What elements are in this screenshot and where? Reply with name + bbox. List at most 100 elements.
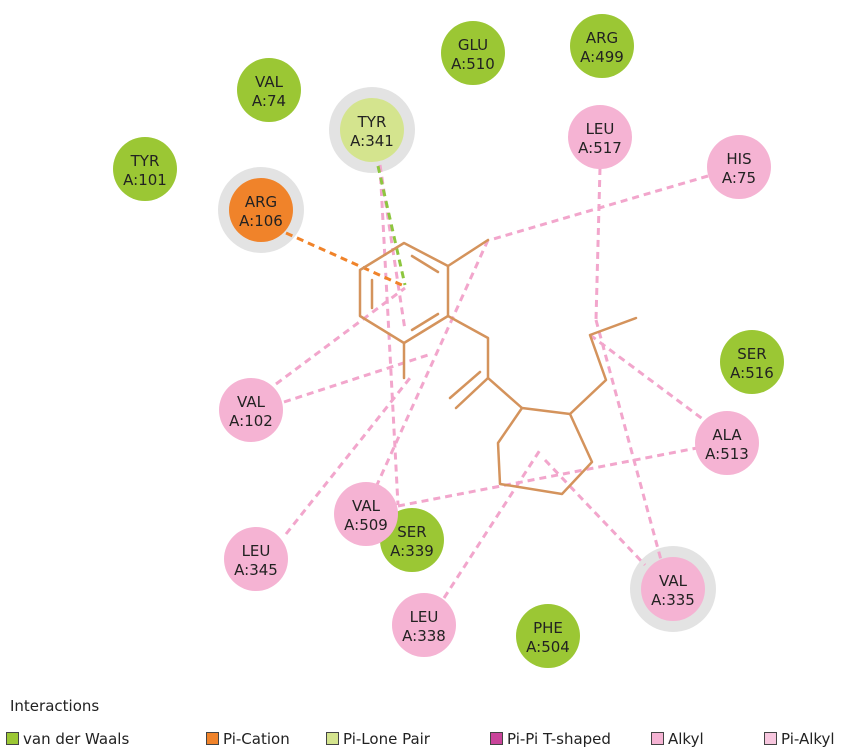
tyr101-residue-name: TYR	[130, 152, 160, 170]
leu517-residue-number: A:517	[578, 139, 622, 157]
val102-residue-number: A:102	[229, 412, 273, 430]
legend-swatch-pi-lone-pair	[326, 732, 339, 745]
legend-swatch-pi-pi-t-shaped	[490, 732, 503, 745]
ser339-residue-number: A:339	[390, 542, 434, 560]
ligand-double-bond-4	[448, 370, 482, 400]
interaction-line-4	[594, 319, 663, 561]
arg499-residue-number: A:499	[580, 48, 624, 66]
tyr101-residue-number: A:101	[123, 171, 167, 189]
val335-node	[641, 557, 705, 621]
val509-residue-number: A:509	[344, 516, 388, 534]
tyr341-residue-name: TYR	[357, 113, 387, 131]
glu510-residue-number: A:510	[451, 55, 495, 73]
interaction-line-9	[374, 239, 490, 488]
leu338-residue-name: LEU	[410, 608, 439, 626]
val509-residue-name: VAL	[352, 497, 381, 515]
val74-residue-name: VAL	[255, 73, 284, 91]
tyr341-node	[340, 98, 404, 162]
ligand-bond-2	[446, 238, 490, 268]
glu510-node	[441, 21, 505, 85]
phe504-node	[516, 604, 580, 668]
ligand-bond-5	[454, 376, 490, 410]
legend-swatch-van-der-waals	[6, 732, 19, 745]
legend-label-pi-cation: Pi-Cation	[223, 730, 290, 748]
leu338-node	[392, 593, 456, 657]
ligand-double-bond-2	[410, 254, 440, 274]
interaction-line-11	[397, 446, 698, 508]
ser339-residue-name: SER	[397, 523, 426, 541]
his75-node	[707, 135, 771, 199]
residue-nodes: GLUA:510ARGA:499VALA:74TYRA:341LEUA:517H…	[113, 14, 784, 668]
legend-label-pi-pi-t-shaped: Pi-Pi T-shaped	[507, 730, 611, 748]
glu510-residue-name: GLU	[458, 36, 488, 54]
legend-label-pi-alkyl: Pi-Alkyl	[781, 730, 835, 748]
legend-swatch-pi-alkyl	[764, 732, 777, 745]
leu338-residue-number: A:338	[402, 627, 446, 645]
ala513-residue-name: ALA	[712, 426, 742, 444]
residue-halos	[218, 87, 716, 632]
interaction-line-10	[284, 377, 412, 535]
ligand-structure	[358, 238, 638, 496]
legend-swatch-alkyl	[651, 732, 664, 745]
interaction-line-1	[594, 167, 602, 321]
ala513-node	[695, 411, 759, 475]
interaction-line-13	[543, 458, 647, 567]
legend-label-alkyl: Alkyl	[668, 730, 704, 748]
arg499-node	[570, 14, 634, 78]
legend-label-pi-lone-pair: Pi-Lone Pair	[343, 730, 430, 748]
interaction-legend: van der Waals Pi-Cation Pi-Lone Pair Pi-Pi …	[6, 730, 850, 750]
leu345-residue-name: LEU	[242, 542, 271, 560]
val102-node	[219, 378, 283, 442]
ligand-bond-6	[496, 406, 594, 496]
legend-title: Interactions	[10, 697, 100, 715]
arg106-residue-name: ARG	[245, 193, 277, 211]
val74-node	[237, 58, 301, 122]
interaction-line-2	[489, 174, 709, 242]
ser516-residue-name: SER	[737, 345, 766, 363]
ser516-node	[720, 330, 784, 394]
phe504-residue-number: A:504	[526, 638, 570, 656]
legend-item-pi-alkyl: Pi-Alkyl	[764, 730, 835, 748]
his75-residue-number: A:75	[722, 169, 756, 187]
legend-item-pi-lone-pair: Pi-Lone Pair	[326, 730, 430, 748]
arg106-node	[229, 178, 293, 242]
tyr341-residue-number: A:341	[350, 132, 394, 150]
arg106-residue-number: A:106	[239, 212, 283, 230]
interaction-line-3	[589, 333, 705, 422]
interaction-line-15	[285, 231, 405, 288]
ligand-bond-3	[446, 314, 524, 410]
ala513-residue-number: A:513	[705, 445, 749, 463]
interaction-line-14	[376, 165, 407, 286]
ligand-double-bond-3	[410, 312, 440, 332]
val335-residue-name: VAL	[659, 572, 688, 590]
val102-residue-name: VAL	[237, 393, 266, 411]
interaction-line-12	[442, 449, 542, 599]
val335-residue-number: A:335	[651, 591, 695, 609]
his75-residue-name: HIS	[726, 150, 751, 168]
tyr101-node	[113, 137, 177, 201]
ser516-residue-number: A:516	[730, 364, 774, 382]
ligand-bond-7	[568, 316, 638, 416]
leu517-node	[568, 105, 632, 169]
legend-label-van-der-waals: van der Waals	[23, 730, 130, 748]
phe504-residue-name: PHE	[533, 619, 563, 637]
legend-item-pi-cation: Pi-Cation	[206, 730, 290, 748]
legend-swatch-pi-cation	[206, 732, 219, 745]
arg499-residue-name: ARG	[586, 29, 618, 47]
val74-residue-number: A:74	[252, 92, 286, 110]
